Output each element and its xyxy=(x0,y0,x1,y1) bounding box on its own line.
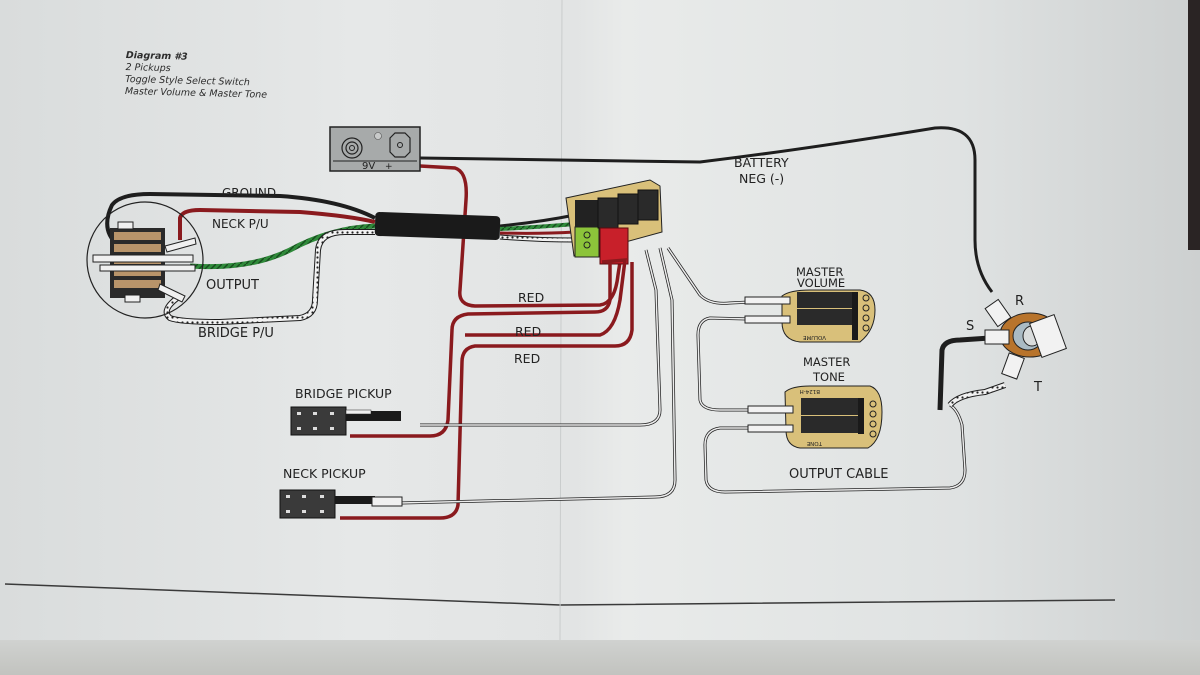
label-red-1: RED xyxy=(518,290,544,305)
selector-board xyxy=(465,179,663,337)
label-ground: GROUND xyxy=(222,186,276,200)
tone-title-2: TONE xyxy=(812,370,845,384)
volume-pcb-label: VOLUME xyxy=(802,334,826,340)
tone-pcb-code: B124-H xyxy=(800,388,820,394)
jack-tip-label: T xyxy=(1033,380,1042,395)
jack-ring-label: R xyxy=(1015,294,1024,309)
bridge-pu-wire xyxy=(163,229,375,326)
jack-sleeve-label: S xyxy=(966,319,974,334)
label-red-2: RED xyxy=(515,324,541,339)
volume-title-1: MASTER xyxy=(796,265,843,279)
table-surface xyxy=(0,640,1200,675)
neck-pu-wire xyxy=(178,207,376,240)
label-output-cable: OUTPUT CABLE xyxy=(789,467,888,482)
neck-pickup-label: NECK PICKUP xyxy=(283,466,366,481)
ground-wire xyxy=(105,191,376,247)
tone-pcb-label: TONE xyxy=(806,440,823,446)
neck-pickup: NECK PICKUP xyxy=(279,466,403,519)
master-volume-pot: MASTER VOLUME VOLUME xyxy=(744,265,876,343)
red-wire-neck xyxy=(340,262,634,520)
toggle-switch xyxy=(86,201,204,319)
label-output: OUTPUT xyxy=(206,278,259,293)
battery-neg-wire xyxy=(419,126,994,293)
bridge-pickup-label: BRIDGE PICKUP xyxy=(295,386,392,401)
master-tone-pot: MASTER TONE B124-H TONE xyxy=(747,355,883,449)
label-battery: BATTERY xyxy=(734,155,789,170)
battery-9v: 9V + xyxy=(329,126,421,172)
battery-polarity: + xyxy=(385,162,393,172)
output-jack: R S T xyxy=(937,294,1068,411)
paper-fold xyxy=(559,0,563,641)
label-battery-neg: NEG (-) xyxy=(739,171,784,186)
label-neck-pu: NECK P/U xyxy=(212,217,269,231)
red-wire-2 xyxy=(465,258,628,337)
bridge-pickup: BRIDGE PICKUP xyxy=(290,386,401,436)
label-bridge-pu: BRIDGE P/U xyxy=(198,326,274,341)
tone-title-1: MASTER xyxy=(803,355,850,369)
paper-edge-shadow xyxy=(1188,0,1200,250)
harness-sleeve xyxy=(374,211,501,241)
red-wire-bridge xyxy=(350,262,612,438)
label-red-3: RED xyxy=(514,351,540,366)
battery-label: 9V xyxy=(362,161,375,172)
battery-red-wire xyxy=(419,164,622,308)
volume-title-2: VOLUME xyxy=(797,276,845,290)
